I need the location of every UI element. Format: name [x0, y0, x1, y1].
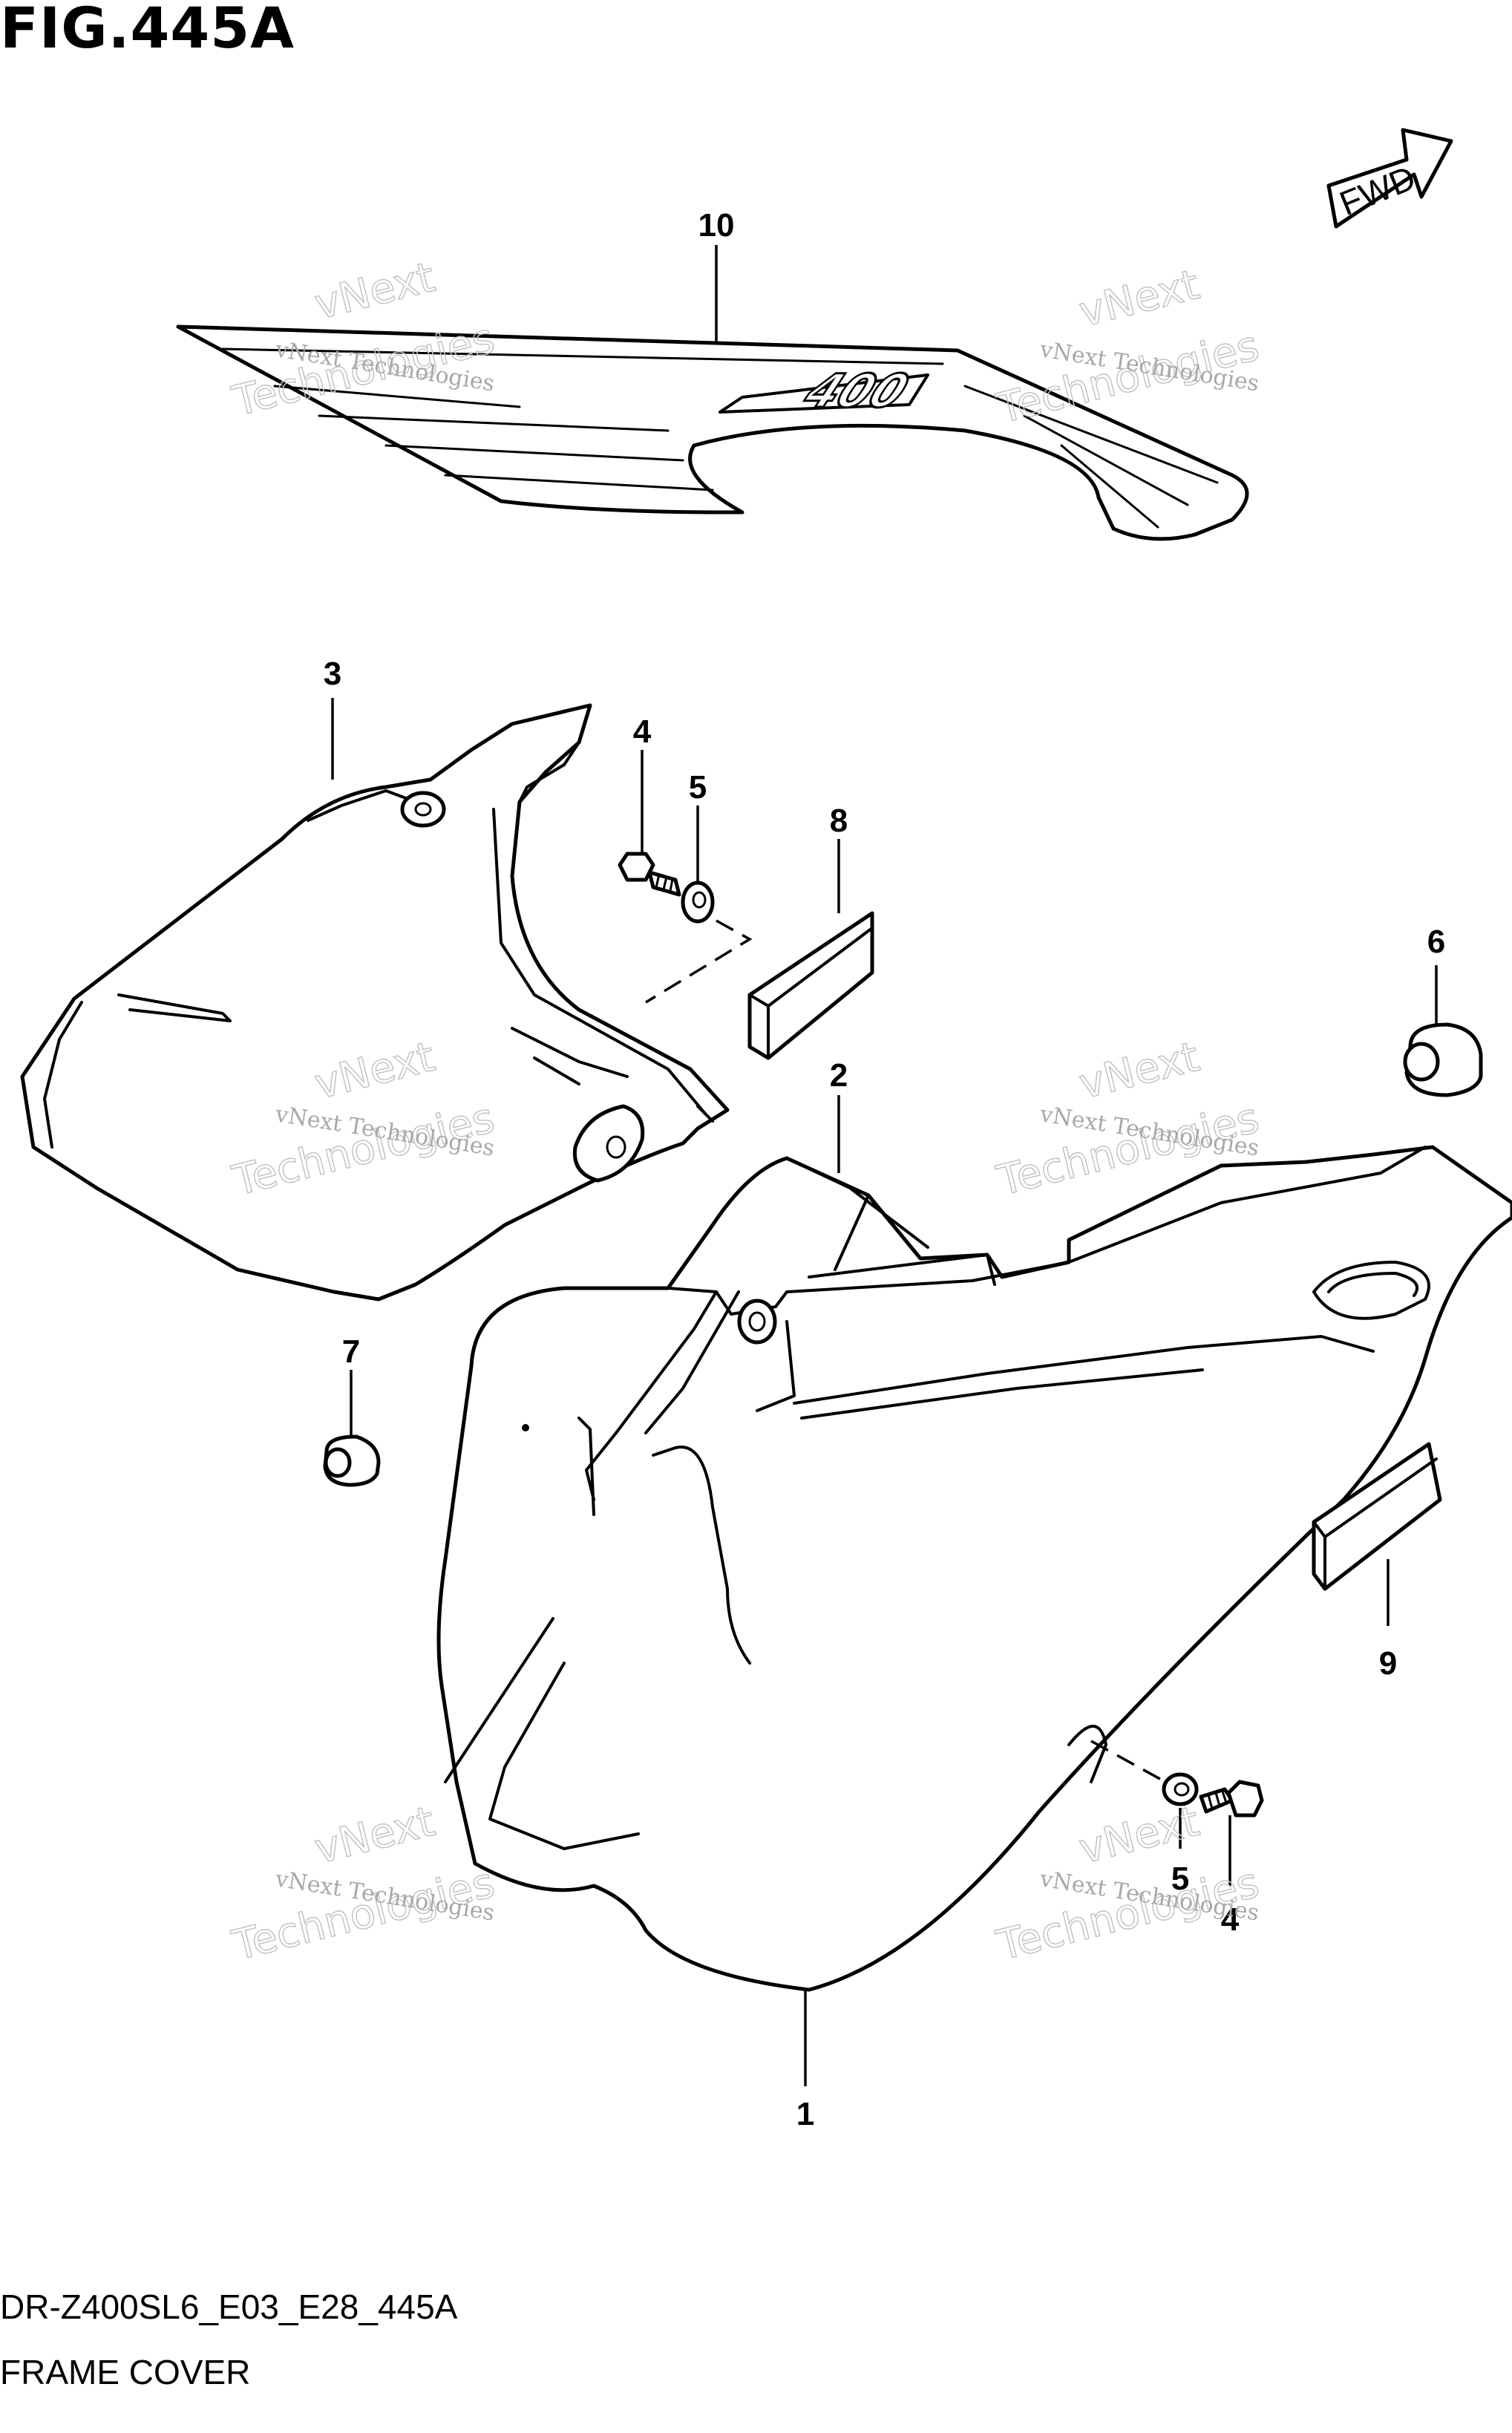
svg-text:vNext: vNext — [310, 253, 439, 330]
diagram-caption: FRAME COVER — [0, 2353, 251, 2391]
callout-9: 9 — [1379, 1645, 1397, 1682]
callout-6: 6 — [1427, 924, 1445, 960]
part-4-bolt-lower — [1199, 1780, 1264, 1818]
watermark-top-right: vNext Technologies vNext Technologies — [992, 260, 1264, 434]
diagram-code: DR-Z400SL6_E03_E28_445A — [0, 2287, 458, 2326]
callout-1: 1 — [796, 2096, 814, 2132]
callout-10: 10 — [698, 207, 735, 244]
part-8-pad — [747, 911, 874, 1060]
figure-title: FIG.445A — [0, 0, 295, 61]
watermark-bottom-left: vNext Technologies vNext Technologies — [227, 1797, 500, 1970]
part-7-grommet — [323, 1434, 381, 1487]
part-1-right-cover — [436, 1145, 1512, 1992]
svg-text:vNext: vNext — [310, 1797, 439, 1874]
callout-4-lower: 4 — [1221, 1901, 1240, 1938]
part-5-washer-lower — [1162, 1772, 1199, 1806]
part-6-grommet — [1403, 1022, 1483, 1097]
svg-text:vNext: vNext — [1075, 261, 1204, 337]
callout-2: 2 — [830, 1057, 848, 1094]
forward-arrow-icon: FWD — [1326, 128, 1453, 229]
callout-5-upper: 5 — [689, 769, 707, 806]
part-9-pad — [1312, 1442, 1442, 1591]
callout-7: 7 — [342, 1333, 360, 1370]
svg-text:vNext: vNext — [1075, 1033, 1204, 1109]
part-5-washer-upper — [681, 881, 715, 924]
callout-3: 3 — [324, 656, 341, 692]
part-3-left-cover — [20, 703, 730, 1302]
callout-8: 8 — [830, 803, 848, 839]
part-10-decal: 400 — [176, 324, 1249, 541]
callout-labels: 10 3 4 5 8 6 2 7 9 5 4 1 — [324, 207, 1445, 2132]
watermark-bottom-right: vNext Technologies vNext Technologies — [992, 1797, 1264, 1970]
callout-5-lower: 5 — [1171, 1861, 1189, 1897]
callout-4-upper: 4 — [633, 713, 652, 750]
leader-lines — [331, 245, 1438, 2086]
part-4-bolt-upper — [618, 852, 681, 897]
